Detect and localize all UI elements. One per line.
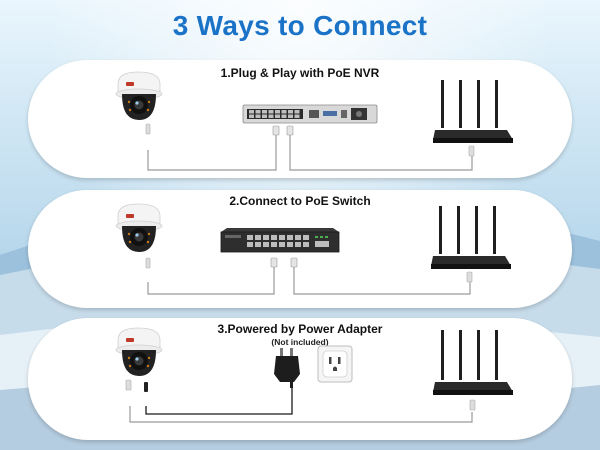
method-diagram <box>115 71 513 171</box>
ethernet-cable <box>147 266 471 295</box>
router-icon <box>431 206 511 283</box>
method-title: 2.Connect to PoE Switch <box>229 194 371 208</box>
router-icon <box>433 80 513 157</box>
method-title: 1.Plug & Play with PoE NVR <box>220 66 380 80</box>
wall-outlet-icon <box>317 345 353 383</box>
page-title: 3 Ways to Connect <box>172 10 428 41</box>
method-diagram <box>115 203 511 295</box>
method-panel-poe-nvr: 1.Plug & Play with PoE NVR <box>28 60 572 178</box>
ethernet-plug-icon <box>270 257 298 268</box>
method-diagram <box>115 327 513 423</box>
method-title: 3.Powered by Power Adapter <box>217 322 383 336</box>
ethernet-plug-icon <box>272 125 294 136</box>
dome-camera-icon <box>115 71 163 135</box>
router-icon <box>433 330 513 411</box>
poe-switch-icon <box>220 228 340 253</box>
dome-camera-icon <box>115 203 163 269</box>
method-panel-power-adapter: 3.Powered by Power Adapter (Not included… <box>28 318 572 440</box>
method-note: (Not included) <box>271 337 329 347</box>
method-panel-poe-switch: 2.Connect to PoE Switch <box>28 190 572 308</box>
dome-camera-icon <box>115 327 163 392</box>
ethernet-cable <box>147 132 473 171</box>
power-adapter-icon <box>274 348 300 388</box>
nvr-icon <box>242 104 378 124</box>
ethernet-cable <box>129 406 473 423</box>
power-cable <box>145 380 293 415</box>
